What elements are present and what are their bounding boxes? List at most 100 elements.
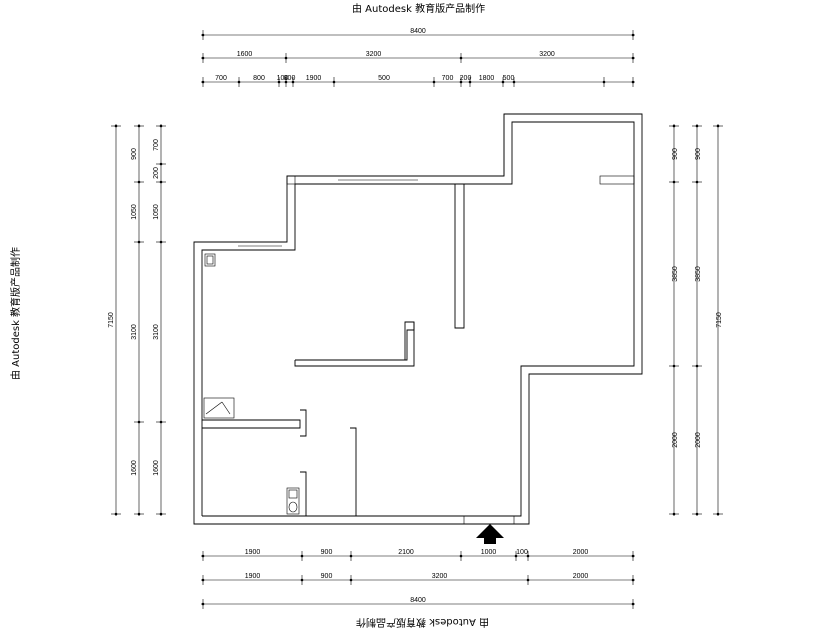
bottom-row1-tick-0: [201, 554, 205, 558]
left-col3-tick-1: [159, 162, 163, 166]
top-row2-label-1: 3200: [366, 51, 382, 58]
left-col3-tick-5: [159, 512, 163, 516]
bottom-row2-tick-3: [526, 578, 530, 582]
bottom-row2-tick-0: [201, 578, 205, 582]
right-col1-tick-3: [672, 512, 676, 516]
top-row2-tick-2: [459, 56, 463, 60]
top-total-label-0: 8400: [410, 28, 426, 35]
door-threshold: [463, 515, 515, 525]
right-col2-tick-1: [695, 180, 699, 184]
top-row3-tick-7: [459, 80, 463, 84]
left-total-tick-1: [114, 512, 118, 516]
bottom-row1-label-1: 900: [321, 549, 333, 556]
right-col2-tick-0: [695, 124, 699, 128]
left-col3-label-1: 200: [153, 167, 160, 179]
right-col1-tick-2: [672, 364, 676, 368]
bottom-row2-label-2: 3200: [432, 573, 448, 580]
top-row2-tick-3: [631, 56, 635, 60]
right-col2-label-1: 3850: [695, 266, 702, 282]
bottom-row2-tick-2: [349, 578, 353, 582]
right-col2-label-0: 900: [695, 148, 702, 160]
bottom-row2-label-1: 900: [321, 573, 333, 580]
top-row3-label-2: 100: [277, 75, 289, 82]
left-col3-tick-4: [159, 420, 163, 424]
top-row3-label-0: 700: [215, 75, 227, 82]
top-row3-label-5: 500: [378, 75, 390, 82]
bottom-total-tick-0: [201, 602, 205, 606]
toilet-icon: [286, 487, 300, 515]
top-row2-label-2: 3200: [539, 51, 555, 58]
bedroom-wall-inner: [294, 322, 415, 367]
bottom-total-label-0: 8400: [410, 597, 426, 604]
left-col2-tick-0: [137, 124, 141, 128]
bottom-total-tick-1: [631, 602, 635, 606]
bottom-row1-tick-4: [514, 554, 518, 558]
bottom-row1-tick-6: [631, 554, 635, 558]
top-row3-label-1: 800: [253, 75, 265, 82]
top-row3-tick-3: [284, 80, 288, 84]
bottom-row2-tick-4: [631, 578, 635, 582]
bottom-row1-label-3: 1000: [481, 549, 497, 556]
bottom-row1-tick-2: [349, 554, 353, 558]
top-row3-label-9: 500: [503, 75, 515, 82]
left-col3-label-3: 3100: [153, 324, 160, 340]
left-col2-tick-1: [137, 180, 141, 184]
top-row3-label-3: 800: [284, 75, 296, 82]
left-col3-tick-2: [159, 180, 163, 184]
bottom-row1-tick-1: [300, 554, 304, 558]
top-total-tick-0: [201, 33, 205, 37]
top-total-tick-1: [631, 33, 635, 37]
kitchen-return: [300, 409, 307, 437]
top-row3-tick-2: [277, 80, 281, 84]
bottom-row1-tick-3: [459, 554, 463, 558]
right-col1-label-1: 3850: [672, 266, 679, 282]
right-col1-tick-1: [672, 180, 676, 184]
column-top: [286, 175, 296, 185]
bottom-row1-label-5: 2000: [573, 549, 589, 556]
top-row3-tick-5: [332, 80, 336, 84]
right-col1-label-0: 900: [672, 148, 679, 160]
top-row3-tick-10: [512, 80, 516, 84]
bottom-row1-tick-5: [526, 554, 530, 558]
exterior-wall-inner: [201, 121, 635, 517]
left-col3-tick-3: [159, 240, 163, 244]
bottom-row2-label-3: 2000: [573, 573, 589, 580]
right-total-tick-0: [716, 124, 720, 128]
top-row3-tick-6: [432, 80, 436, 84]
entrance-arrow-icon: [476, 524, 504, 544]
top-row3-tick-11: [602, 80, 606, 84]
bottom-row1-label-4: 100: [516, 549, 528, 556]
bottom-row2-tick-1: [300, 578, 304, 582]
top-row3-tick-0: [201, 80, 205, 84]
kitchen-wall: [202, 419, 301, 429]
left-col2-label-2: 3100: [131, 324, 138, 340]
interior-walls: [202, 175, 635, 517]
exterior-walls: [193, 113, 643, 525]
left-col3-tick-0: [159, 124, 163, 128]
bottom-row2-label-0: 1900: [245, 573, 261, 580]
bottom-row1-label-2: 2100: [398, 549, 414, 556]
top-row3-label-7: 200: [460, 75, 472, 82]
right-col1-tick-0: [672, 124, 676, 128]
top-row3-tick-12: [631, 80, 635, 84]
left-col3-label-2: 1050: [153, 204, 160, 220]
left-col2-tick-3: [137, 420, 141, 424]
right-col2-label-2: 2000: [695, 432, 702, 448]
fixtures: [203, 253, 300, 515]
top-row2-tick-1: [284, 56, 288, 60]
top-row3-tick-9: [501, 80, 505, 84]
top-row3-tick-1: [237, 80, 241, 84]
washbasin-icon: [203, 397, 235, 419]
right-col2-tick-2: [695, 364, 699, 368]
column-right: [599, 175, 635, 185]
top-row2-label-0: 1600: [237, 51, 253, 58]
top-row2-tick-0: [201, 56, 205, 60]
sink-icon: [204, 253, 216, 267]
left-col2-label-1: 1050: [131, 204, 138, 220]
left-col2-tick-2: [137, 240, 141, 244]
left-col2-label-3: 1600: [131, 460, 138, 476]
bottom-row1-label-0: 1900: [245, 549, 261, 556]
bedroom-wall: [295, 321, 415, 361]
